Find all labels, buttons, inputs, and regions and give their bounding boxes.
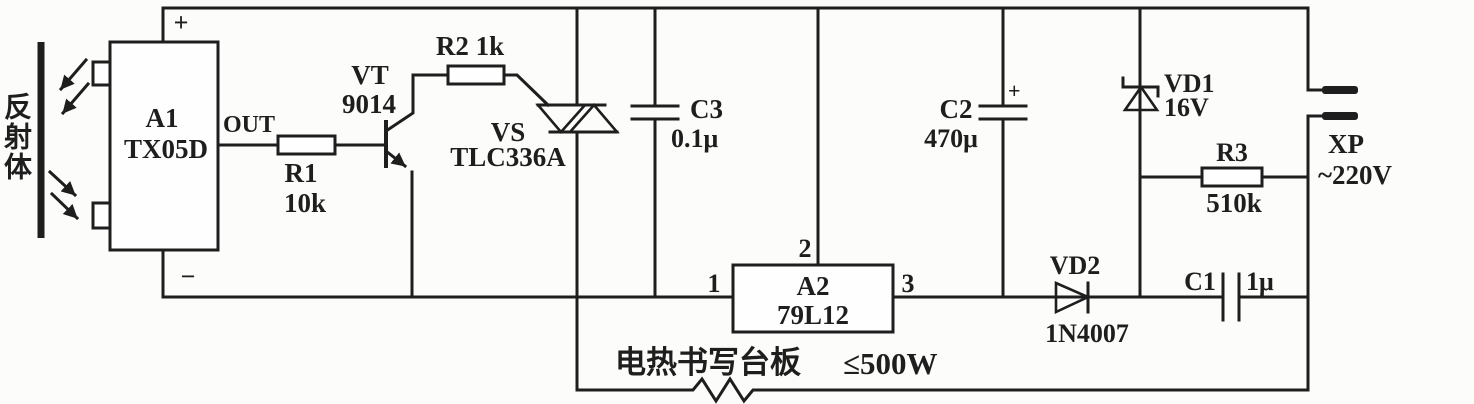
r1-body (276, 134, 337, 156)
resistor-r3: R3 510k (1200, 138, 1264, 218)
r3-name: R3 (1216, 138, 1248, 167)
vd2-name: VD2 (1050, 251, 1101, 280)
a2-pin2-label: 2 (799, 234, 812, 263)
vt-name: VT (351, 60, 389, 90)
vd2-triangle (1054, 281, 1092, 315)
r3-value: 510k (1206, 188, 1262, 218)
regulator-a2: A2 79L12 1 2 3 (708, 234, 915, 334)
heater-element: 电热书写台板 ≤500W (615, 345, 938, 381)
vs-name: VS (491, 117, 526, 147)
reflector (37, 42, 91, 238)
ir-beam-out-icon (60, 81, 91, 116)
vs-model: TLC336A (450, 142, 566, 172)
diode-vd2: VD2 1N4007 (1045, 251, 1129, 348)
c2-plus-label: + (1008, 78, 1021, 103)
r2-label: R2 1k (436, 31, 504, 61)
transistor-vt: VT 9014 (342, 60, 408, 169)
triac-vs: VS TLC336A (450, 103, 620, 172)
wire-heater-loop (575, 376, 1310, 404)
a1-model: TX05D (124, 134, 208, 164)
resistor-r2: R2 1k (436, 31, 506, 86)
vt-emitter-arrow-icon (383, 148, 408, 169)
vd2-model: 1N4007 (1045, 319, 1129, 348)
heater-label: 电热书写台板 (615, 345, 801, 380)
a2-name: A2 (797, 271, 830, 301)
capacitor-c3: C3 0.1μ (630, 94, 723, 153)
vd1-triangle (1122, 84, 1160, 112)
c1-value: 1μ (1246, 267, 1274, 296)
a1-minus-label: − (181, 262, 196, 291)
xp-prong-top (1322, 86, 1358, 94)
vt-model: 9014 (342, 89, 396, 119)
a2-model: 79L12 (777, 300, 849, 330)
a1-emitter-window (91, 60, 112, 87)
capacitor-c2: C2 470μ + (924, 78, 1028, 153)
wire-net (161, 6, 1324, 404)
a2-body (731, 263, 895, 334)
xp-voltage: ~220V (1318, 160, 1393, 190)
a2-pin1-label: 1 (708, 269, 721, 298)
plug-xp: XP ~220V (1318, 86, 1393, 190)
c2-value: 470μ (924, 124, 978, 153)
heater-power: ≤500W (843, 346, 938, 381)
a1-out-label: OUT (223, 112, 275, 138)
reflector-caption: 反射体 (0, 92, 31, 182)
ir-beam-out-icon (58, 57, 89, 92)
a1-body (108, 40, 220, 252)
wire-right-rail (1306, 6, 1324, 392)
c2-name: C2 (940, 94, 973, 124)
a1-receiver-window (91, 201, 112, 230)
a1-name: A1 (146, 103, 179, 133)
capacitor-c1: C1 1μ (1184, 267, 1274, 322)
a1-plus-label: + (174, 8, 189, 37)
resistor-r1: R1 10k (276, 134, 337, 218)
vs-triangle-down (535, 103, 588, 134)
r1-name: R1 (285, 158, 318, 188)
r2-body (446, 64, 506, 86)
zener-vd1: VD1 16V (1121, 69, 1215, 122)
xp-prong-bottom (1322, 112, 1358, 120)
wire-signal-path (216, 73, 551, 299)
ir-beam-back-icon (49, 191, 80, 221)
r1-value: 10k (284, 188, 326, 218)
xp-name: XP (1328, 129, 1364, 159)
vd1-value: 16V (1164, 93, 1209, 122)
vd1-name: VD1 (1164, 69, 1215, 98)
c3-value: 0.1μ (671, 124, 719, 153)
a2-pin3-label: 3 (902, 269, 915, 298)
c1-name: C1 (1184, 267, 1216, 296)
r3-body (1200, 166, 1264, 188)
sensor-a1: A1 TX05D + − OUT (91, 8, 275, 291)
ir-beam-back-icon (47, 169, 78, 198)
c3-name: C3 (690, 94, 723, 124)
vs-triangle-up (567, 103, 620, 134)
